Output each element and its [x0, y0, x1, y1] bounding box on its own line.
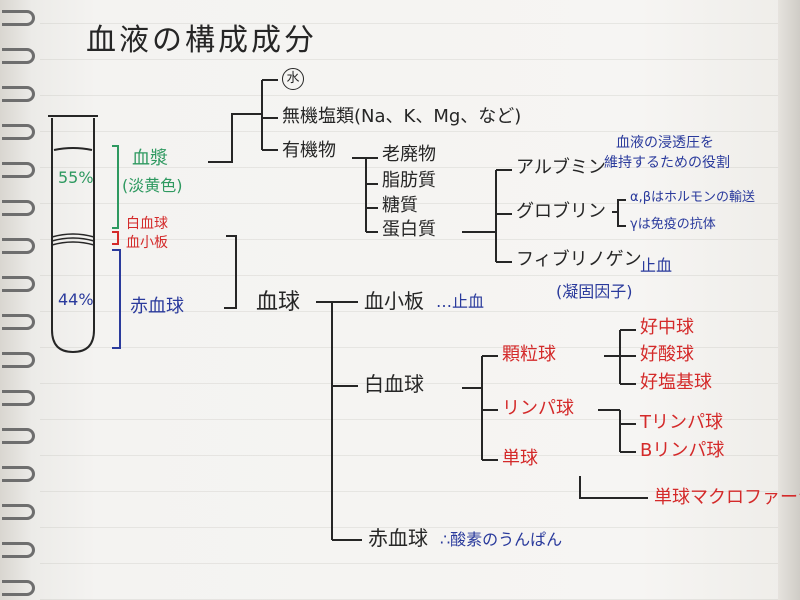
- binding-ring: [2, 276, 35, 292]
- fibrinogen-note-1: 止血: [640, 256, 673, 275]
- binding-ring: [2, 86, 35, 102]
- organic-item-fat: 脂肪質: [382, 170, 436, 191]
- binding-ring: [2, 48, 35, 64]
- rbc-note: ∴酸素のうんぱん: [440, 530, 563, 549]
- organic-label: 有機物: [282, 140, 336, 161]
- granulocyte-basophil: 好塩基球: [640, 372, 712, 393]
- binding-ring: [2, 390, 35, 406]
- rbc-label: 赤血球: [130, 296, 184, 317]
- monocyte-macrophage: 単球マクロファージ: [654, 487, 800, 508]
- binding-ring: [2, 238, 35, 254]
- globulin-note-2: γは免疫の抗体: [630, 217, 716, 232]
- protein-globulin: グロブリン: [516, 201, 606, 222]
- lymphocyte-t: Tリンパ球: [640, 412, 723, 433]
- granulocyte-label: 顆粒球: [502, 344, 556, 365]
- plasma-color-note: (淡黄色): [122, 176, 183, 195]
- binding-ring: [2, 10, 35, 26]
- globulin-note-1: α,βはホルモンの輸送: [630, 190, 755, 205]
- plasma-tree: [208, 79, 626, 263]
- platelet-label: 血小板: [364, 289, 424, 313]
- albumin-note-1: 血液の浸透圧を: [616, 135, 714, 151]
- buffy-label-platelet: 血小板: [126, 235, 168, 251]
- test-tube-outline: [48, 115, 98, 354]
- rbc-bracket: [112, 249, 121, 349]
- tube-band: [51, 233, 95, 246]
- page-title: 血液の構成成分: [86, 23, 317, 58]
- cells-tree: [224, 235, 648, 541]
- lymphocyte-b: Bリンパ球: [640, 440, 725, 461]
- granulocyte-neutrophil: 好中球: [640, 317, 694, 338]
- water-label: 水: [282, 68, 304, 90]
- plasma-bracket: [112, 145, 119, 229]
- binding-ring: [2, 162, 35, 178]
- granulocyte-eosinophil: 好酸球: [640, 344, 694, 365]
- lymphocyte-label: リンパ球: [502, 398, 574, 419]
- organic-item-waste: 老廃物: [382, 144, 436, 165]
- monocyte-label: 単球: [502, 448, 538, 469]
- buffy-label-wbc: 白血球: [126, 216, 168, 232]
- cells-percent: 44%: [58, 290, 94, 309]
- organic-item-sugar: 糖質: [382, 195, 418, 216]
- ruled-lines: [40, 0, 780, 600]
- binding-ring: [2, 124, 35, 140]
- albumin-note-2: 維持するための役割: [604, 155, 730, 171]
- cells-label: 血球: [256, 290, 301, 315]
- fibrinogen-note-2: (凝固因子): [556, 282, 633, 301]
- binding-ring: [2, 200, 35, 216]
- rbc-tree-label: 赤血球: [368, 526, 428, 550]
- buffy-bracket: [112, 231, 119, 245]
- binding-ring: [2, 428, 35, 444]
- organic-item-protein: 蛋白質: [382, 219, 436, 240]
- inorganic-salts-label: 無機塩類(Na、K、Mg、など): [282, 106, 522, 127]
- binding-ring: [2, 314, 35, 330]
- page-edge: [778, 0, 800, 600]
- binding-ring: [2, 504, 35, 520]
- binding-ring: [2, 580, 35, 596]
- protein-albumin: アルブミン: [516, 157, 606, 178]
- binding-ring: [2, 352, 35, 368]
- plasma-percent: 55%: [58, 168, 94, 187]
- binding-ring: [2, 542, 35, 558]
- platelet-note: …止血: [436, 292, 485, 311]
- plasma-label: 血漿: [132, 148, 168, 169]
- wbc-label: 白血球: [364, 372, 424, 396]
- protein-fibrinogen: フィブリノゲン: [516, 249, 642, 270]
- binding-ring: [2, 466, 35, 482]
